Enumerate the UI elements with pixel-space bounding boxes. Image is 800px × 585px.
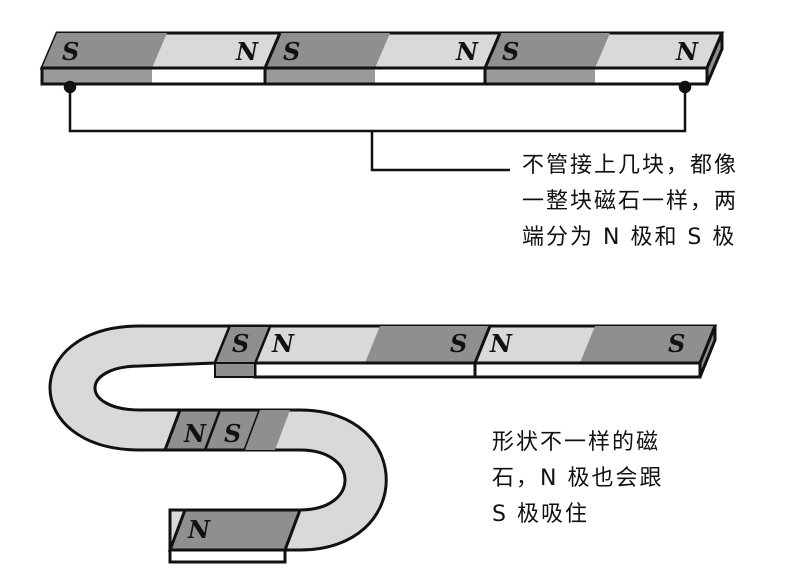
caption-top-line-1: 不管接上几块，都像 <box>522 153 739 178</box>
bottom-end-front <box>168 548 287 564</box>
caption-top-line-3: 端分为 N 极和 S 极 <box>522 225 737 250</box>
pole-label-n2: N <box>455 37 479 66</box>
curve2-dark-start <box>245 410 290 450</box>
pole-label-middle-n: N <box>183 419 207 448</box>
pole-label-n1: N <box>235 37 259 66</box>
pole-zone-s1 <box>42 33 167 68</box>
caption-bottom-line-3: S 极吸住 <box>492 502 589 527</box>
middle-link-divider <box>203 409 222 451</box>
pole-label-upper-n2: N <box>489 329 513 358</box>
pole-label-s1: S <box>62 37 79 66</box>
upper-dark-zone-2 <box>365 326 490 363</box>
curve1-dark-cap <box>213 325 272 364</box>
front-zone-s1 <box>43 69 152 83</box>
pole-label-upper-s1: S <box>232 329 249 358</box>
pole-zone-s2 <box>265 33 390 68</box>
joint-line-2 <box>483 32 502 84</box>
end-bracket <box>63 80 692 172</box>
curve1-dark-end <box>214 362 256 378</box>
pole-label-s3: S <box>502 37 519 66</box>
caption-bottom-line-2: 石，N 极也会跟 <box>492 466 664 491</box>
pole-label-end-n: N <box>187 515 211 544</box>
upper-bar-front-face <box>253 361 702 379</box>
top-magnet-end-face <box>705 32 724 85</box>
upper-bar-end-face <box>698 325 717 378</box>
pole-label-middle-s: S <box>224 419 241 448</box>
pole-label-upper-n1: N <box>271 329 295 358</box>
caption-bottom: 形状不一样的磁 石，N 极也会跟 S 极吸住 <box>492 425 663 533</box>
upper-joint-2 <box>473 325 492 377</box>
front-zone-s2 <box>265 69 375 83</box>
pole-zone-s3 <box>485 33 610 68</box>
caption-bottom-line-1: 形状不一样的磁 <box>492 430 661 455</box>
front-zone-s3 <box>485 69 595 83</box>
top-magnet-row: S N S N S N <box>39 31 725 86</box>
caption-top-line-2: 一整块磁石一样，两 <box>522 189 739 214</box>
pole-label-s2: S <box>283 37 300 66</box>
s-shaped-magnet: S N S N S N S N <box>48 324 718 564</box>
joint-line-1 <box>263 32 282 84</box>
upper-dark-zone-3 <box>580 326 715 363</box>
pole-label-n3: N <box>675 37 699 66</box>
pole-label-upper-s2: S <box>450 329 467 358</box>
caption-top: 不管接上几块，都像 一整块磁石一样，两 端分为 N 极和 S 极 <box>522 148 738 256</box>
pole-label-upper-s3: S <box>668 329 685 358</box>
